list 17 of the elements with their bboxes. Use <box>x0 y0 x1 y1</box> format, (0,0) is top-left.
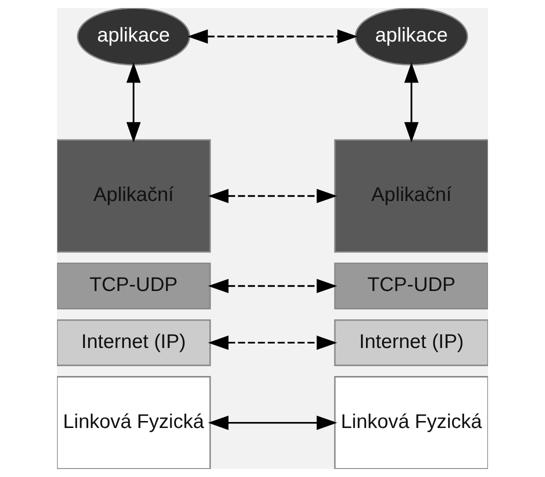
arrow <box>208 278 338 294</box>
node-box: Aplikační <box>334 139 488 253</box>
arrow <box>208 188 338 204</box>
node-box: Linková Fyzická <box>57 376 211 469</box>
node-box: Internet (IP) <box>334 319 488 366</box>
node-box: Aplikační <box>57 139 211 253</box>
node-box: TCP-UDP <box>334 262 488 310</box>
node-ellipse: aplikace <box>354 8 468 66</box>
arrow <box>208 336 338 350</box>
arrow <box>208 416 338 430</box>
arrow <box>126 62 141 143</box>
node-box: TCP-UDP <box>57 262 211 310</box>
arrow <box>187 29 358 44</box>
node-box: Linková Fyzická <box>334 376 488 469</box>
arrow <box>404 62 419 143</box>
node-ellipse: aplikace <box>76 8 190 66</box>
node-box: Internet (IP) <box>57 319 211 366</box>
